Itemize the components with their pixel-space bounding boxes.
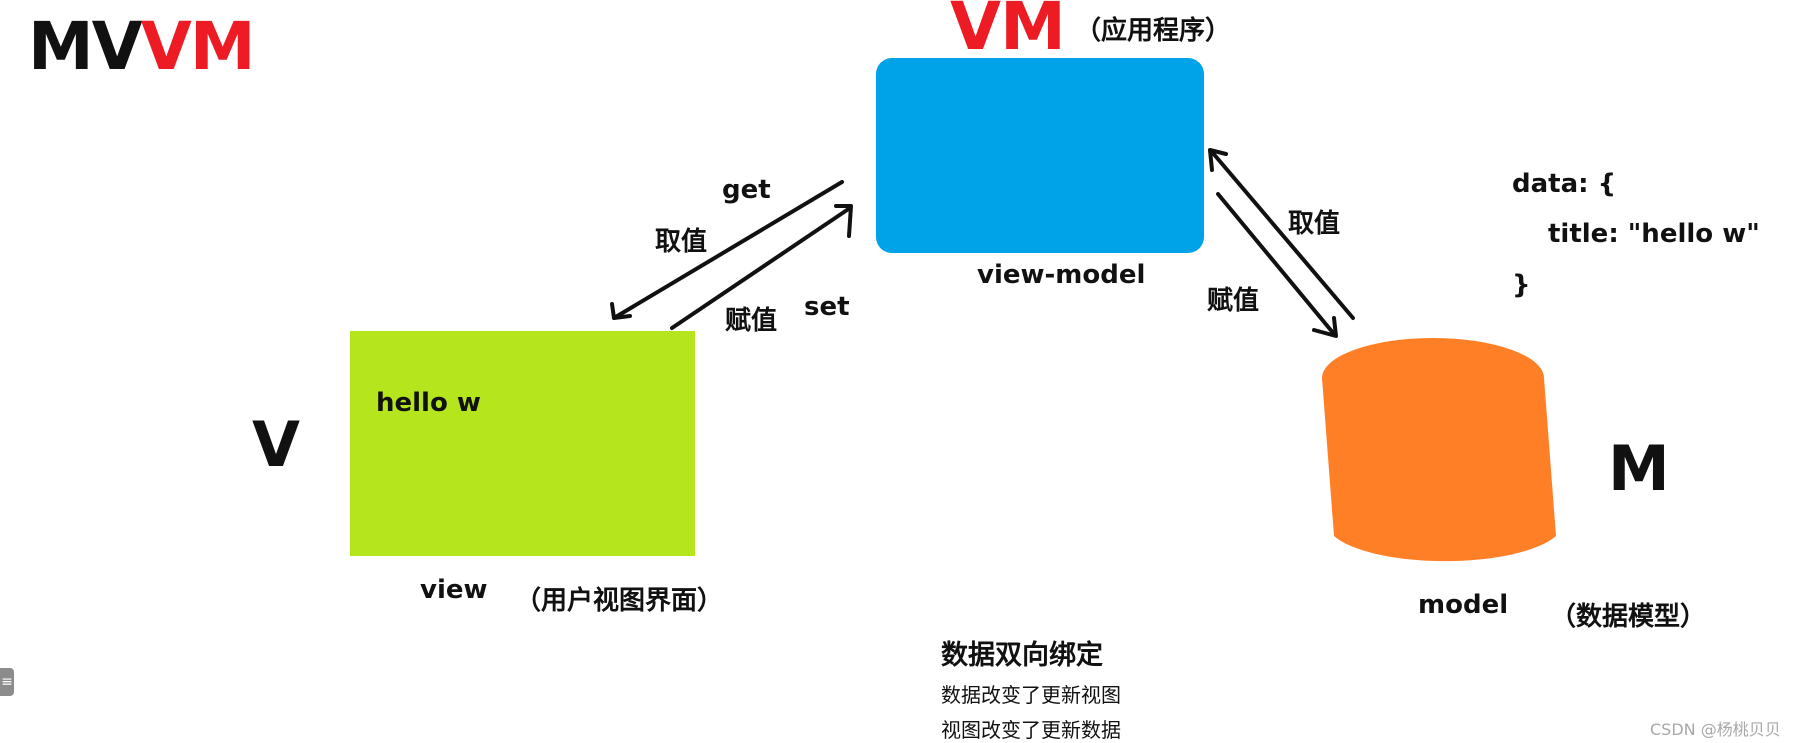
- view-model-box: [876, 58, 1204, 253]
- view-model-label: view-model: [977, 260, 1146, 290]
- title-mv: MV: [28, 8, 143, 85]
- vm-letter: VM: [950, 0, 1066, 65]
- diagram-title: MVVM: [28, 14, 256, 80]
- model-letter: M: [1608, 432, 1670, 505]
- model-data-line-3: }: [1512, 270, 1531, 300]
- watermark: CSDN @杨桃贝贝: [1650, 720, 1781, 739]
- view-desc: （用户视图界面）: [515, 586, 724, 616]
- right-get-cn-label: 取值: [1288, 209, 1341, 239]
- view-box: hello w: [350, 331, 695, 556]
- right-set-cn-label: 赋值: [1207, 286, 1260, 316]
- model-data-line-1: data: {: [1512, 169, 1617, 199]
- set-cn-label: 赋值: [725, 306, 778, 336]
- vm-app-label: （应用程序）: [1075, 16, 1232, 46]
- arrow-view-to-vm: [670, 204, 853, 330]
- binding-heading: 数据双向绑定: [941, 640, 1103, 671]
- view-letter: V: [252, 408, 300, 481]
- view-label: view: [420, 575, 488, 605]
- arrow-vm-to-view: [610, 180, 844, 320]
- get-cn-label: 取值: [655, 227, 708, 257]
- model-desc: （数据模型）: [1550, 602, 1707, 632]
- binding-line-2: 视图改变了更新数据: [941, 718, 1121, 742]
- get-label: get: [722, 175, 771, 205]
- model-data-line-2: title: "hello w": [1548, 219, 1760, 249]
- binding-line-1: 数据改变了更新视图: [941, 683, 1121, 707]
- set-label: set: [804, 292, 850, 322]
- view-content-text: hello w: [376, 388, 481, 418]
- arrow-model-to-vm: [1208, 148, 1355, 320]
- title-vm: VM: [140, 8, 256, 85]
- arrow-vm-to-model: [1216, 192, 1338, 338]
- model-cylinder: [1322, 338, 1556, 562]
- menu-icon: ≡: [1, 674, 13, 690]
- model-label: model: [1418, 590, 1509, 620]
- side-tab-button[interactable]: ≡: [0, 668, 14, 696]
